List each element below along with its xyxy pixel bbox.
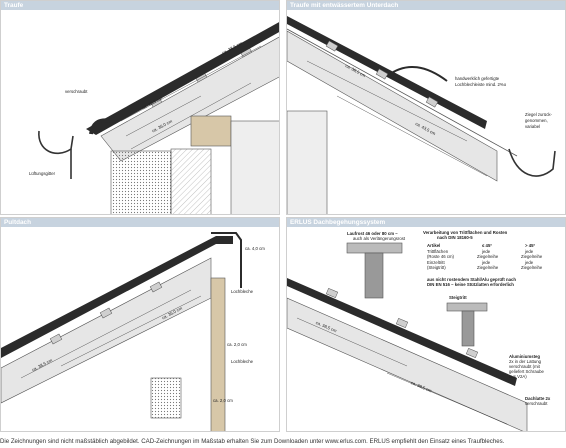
table-cell: Einzeltritt — [427, 260, 445, 265]
label-steigtritt: Steigtritt — [449, 295, 467, 300]
roof-tiles — [287, 278, 517, 386]
label-stahl: DIN EN 516 – keine Stützlatten erforderl… — [427, 282, 514, 287]
label-lochbleche: Lochbleche — [231, 359, 253, 364]
pultdach-drawing — [1, 232, 242, 431]
table-cell: Ziegelreihe — [477, 254, 499, 259]
table-cell: Ziegelreihe — [521, 254, 543, 259]
label-ziegel: genommen, — [525, 118, 548, 123]
table-cell: Trittflächen — [427, 249, 449, 254]
label-laufrost: Laufrost 46 oder 80 cm – — [347, 231, 398, 236]
label-verarbeitung: Verarbeitung von Trittflächen und Rosten — [423, 230, 508, 235]
panel-header: Traufe mit entwässertem Unterdach — [287, 1, 565, 10]
insulation — [170, 148, 212, 214]
panel-title: Traufe — [4, 2, 24, 9]
wall — [110, 150, 172, 214]
traufe-unterdach-drawing — [287, 16, 556, 214]
label-dachlatte: Dachlatte 2x — [525, 396, 551, 401]
panel-title: Pultdach — [4, 219, 31, 226]
label-lochbleche: Lochbleche — [231, 289, 253, 294]
panel-title: ERLUS Dachbegehungssystem — [290, 219, 386, 226]
table-cell: Ziegelreihe — [477, 265, 499, 270]
steigtritt — [446, 302, 488, 312]
table-header: > 45° — [525, 243, 536, 248]
roof-tiles — [287, 16, 487, 129]
label-aluminiumsteg: aus V2A) — [509, 374, 527, 379]
panel-header: Pultdach — [1, 218, 279, 227]
table-cell: jede — [525, 260, 534, 265]
label-aluminiumsteg: geliefert Schraube — [509, 369, 544, 374]
table-cell: Ziegelreihe — [521, 265, 543, 270]
label-stahl: aus nicht rostendem Stahl/Alu geprüft na… — [427, 277, 517, 282]
panel-pultdach: Pultdach Lochbleche Lochbleche ca. 4,0 c… — [0, 217, 280, 432]
table-cell: jede — [482, 249, 491, 254]
panel-header: ERLUS Dachbegehungssystem — [287, 218, 565, 227]
label-dachlatte: verschraubt — [525, 401, 548, 406]
panel-traufe-unterdach: Traufe mit entwässertem Unterdach handwe… — [286, 0, 566, 215]
panel-header: Traufe — [1, 1, 279, 10]
label-laufrost: auch als Verlängerungsrost — [353, 236, 406, 241]
dim-label: ca. 2,0 cm — [227, 342, 247, 347]
table-cell: jede — [482, 260, 491, 265]
label-ziegel: Ziegel zurück- — [525, 112, 552, 117]
label-lochblech: handwerklich gefertigte — [455, 76, 500, 81]
label-lueftungsgitter: Lüftungsgitter — [29, 171, 56, 176]
erlus-drawing — [287, 242, 528, 431]
footer-note: Die Zeichnungen sind nicht maßstäblich a… — [0, 438, 505, 445]
label-verschraubt: verschraubt — [65, 89, 88, 94]
label-lochblech: Lochblechleiste mind. 2%o — [455, 82, 507, 87]
table-cell: (Steigtritt) — [427, 265, 446, 270]
label-verarbeitung: nach DIN 18160-5 — [437, 235, 473, 240]
label-aluminiumsteg: 2x in der Lattung — [509, 359, 542, 364]
dim-label: ca. 4,0 cm — [245, 246, 265, 251]
dim-label: ca. 2,0 cm — [213, 398, 233, 403]
label-aluminiumsteg: verschraubt (mit — [509, 364, 540, 369]
table-header: Artikel — [427, 243, 441, 248]
table-header: ≤ 45° — [482, 243, 493, 248]
table-cell: jede — [525, 249, 534, 254]
table-cell: (Roste 46 cm) — [427, 254, 454, 259]
laufrost — [346, 242, 403, 254]
label-aluminiumsteg: Aluminiumsteg — [509, 354, 541, 359]
panel-title: Traufe mit entwässertem Unterdach — [290, 2, 399, 9]
gutter — [508, 148, 556, 177]
panel-erlus: ERLUS Dachbegehungssystem Laufrost 46 od… — [286, 217, 566, 432]
roof-tiles — [86, 22, 279, 135]
traufe-drawing — [38, 22, 279, 214]
label-ziegel: variabel — [525, 124, 541, 129]
beam — [190, 115, 232, 147]
panel-traufe: Traufe verschraubt Lüftungsgitter ca. 38… — [0, 0, 280, 215]
gutter — [38, 130, 74, 155]
